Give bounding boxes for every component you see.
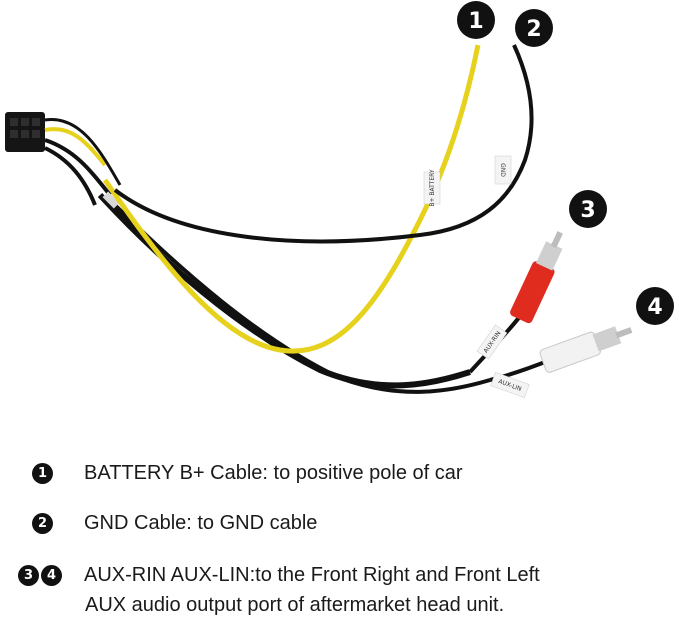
- legend-item-aux-line2: AUX audio output port of aftermarket hea…: [85, 594, 504, 617]
- cable-photo: B+ BATTERY GND AUX-RIN AUX-LIN 1 2 3: [5, 1, 674, 399]
- aux-rin-tag: AUX-RIN: [476, 324, 508, 360]
- aux-lin-tag: AUX-LIN: [490, 371, 530, 399]
- svg-text:GND: GND: [499, 163, 506, 177]
- battery-wire: [102, 44, 481, 354]
- legend-item-aux: 3 4 AUX-RIN AUX-LIN:to the Front Right a…: [18, 564, 540, 587]
- svg-text:3: 3: [580, 198, 595, 223]
- connector-wire-black-a: [44, 138, 112, 197]
- gnd-wire: [113, 44, 534, 244]
- legend-marker-3: 3: [18, 565, 39, 586]
- connector-wire-black-b: [44, 146, 97, 206]
- svg-text:B+ BATTERY: B+ BATTERY: [429, 169, 436, 207]
- legend-item-battery: 1 BATTERY B+ Cable: to positive pole of …: [32, 462, 463, 485]
- legend-item-gnd: 2 GND Cable: to GND cable: [32, 512, 317, 535]
- legend-marker-2: 2: [32, 513, 53, 534]
- white-rca-plug: [539, 326, 633, 373]
- connector-plug: [5, 112, 45, 152]
- connector-wire-yellow: [44, 127, 107, 167]
- badge-1: 1: [457, 1, 495, 39]
- legend-text-aux: AUX-RIN AUX-LIN:to the Front Right and F…: [84, 564, 540, 586]
- battery-tag: B+ BATTERY: [423, 169, 441, 207]
- badge-4: 4: [636, 287, 674, 325]
- legend-text-battery: BATTERY B+ Cable: to positive pole of ca…: [84, 462, 463, 484]
- bundle-clip: [102, 191, 120, 209]
- legend-text-aux-2: AUX audio output port of aftermarket hea…: [85, 594, 505, 616]
- legend-marker-4: 4: [41, 565, 62, 586]
- svg-text:1: 1: [468, 9, 483, 34]
- legend: 1 BATTERY B+ Cable: to positive pole of …: [0, 430, 679, 623]
- red-rca-plug: [510, 231, 563, 324]
- svg-text:4: 4: [647, 295, 662, 320]
- svg-text:2: 2: [526, 17, 541, 42]
- gnd-tag: GND: [494, 155, 512, 185]
- connector-wire-black-c: [44, 118, 122, 186]
- wire-bundle-b: [108, 198, 491, 394]
- legend-text-gnd: GND Cable: to GND cable: [84, 512, 318, 534]
- legend-marker-1: 1: [32, 463, 53, 484]
- wire-bundle: [97, 192, 471, 389]
- badge-3: 3: [569, 190, 607, 228]
- badge-2: 2: [515, 9, 553, 47]
